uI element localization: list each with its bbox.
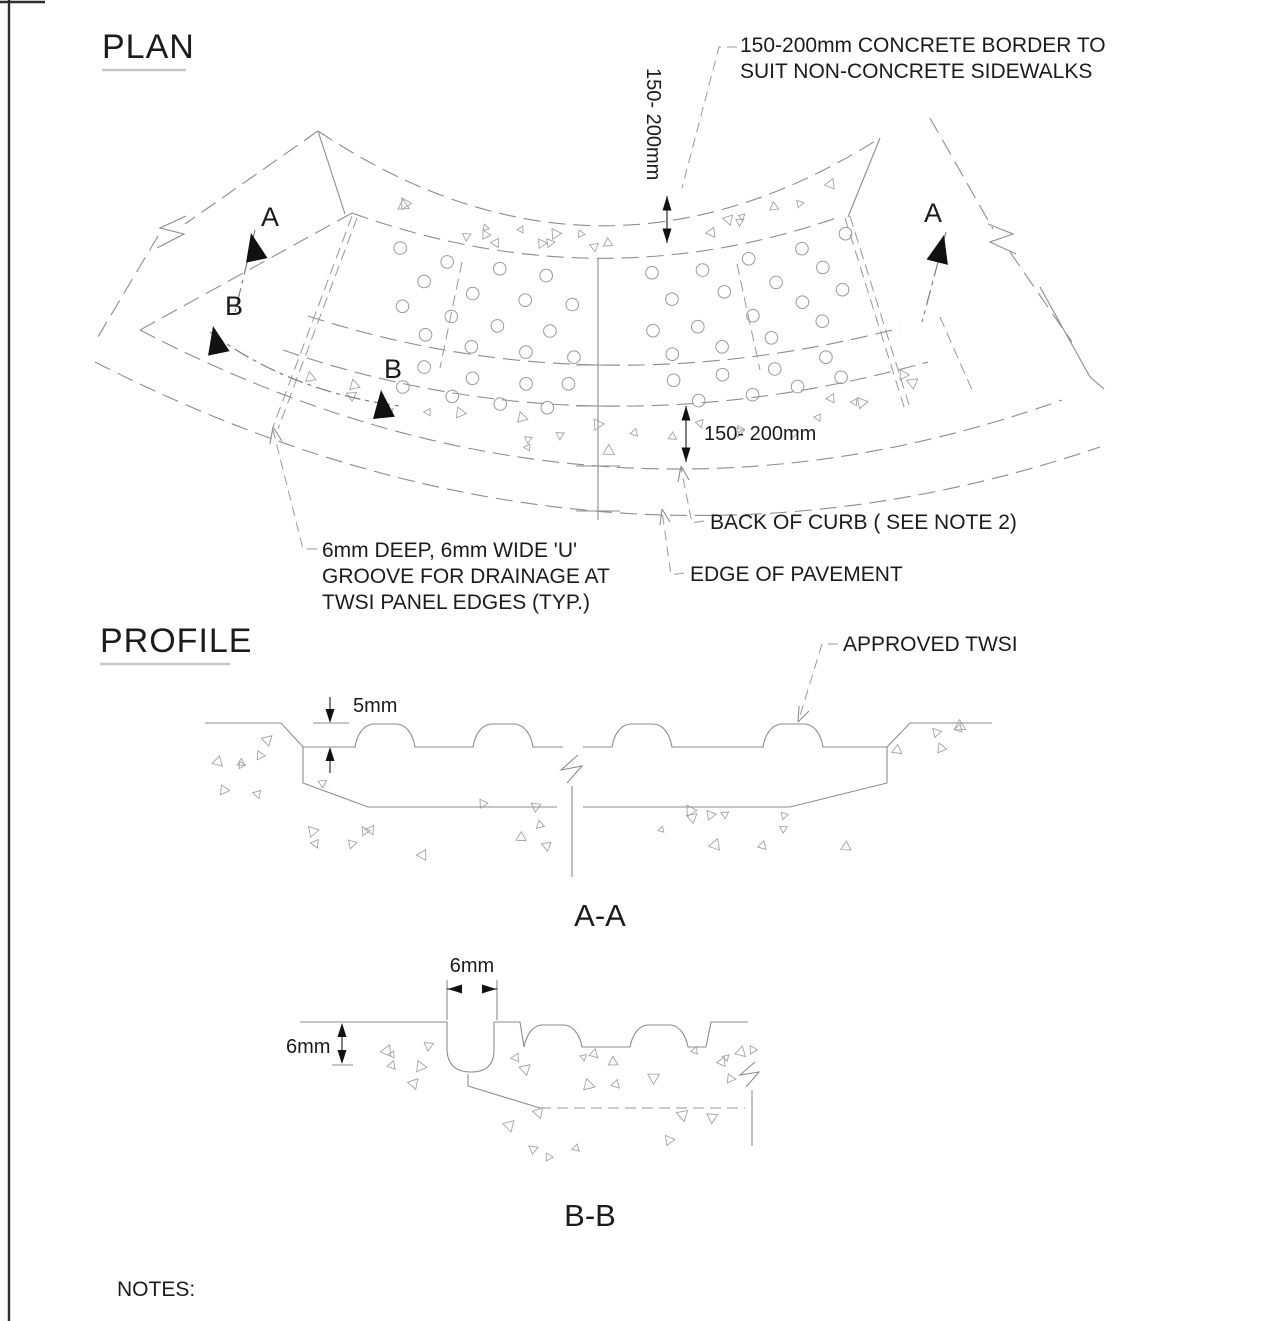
dim-arrow-down [662, 228, 672, 243]
dim-arrow-up [337, 1023, 347, 1037]
concrete-texture [211, 177, 967, 1162]
sidewalk-edge-left-outer2 [94, 235, 159, 343]
panel-joint-right [736, 263, 761, 371]
sidewalk-edge-left-inner [139, 212, 353, 331]
bb-base-left [467, 1074, 541, 1109]
back-of-curb-label: BACK OF CURB ( SEE NOTE 2) [710, 511, 1017, 534]
panel-edge-groove-left [272, 215, 353, 428]
section-arrow-a-left [246, 233, 268, 263]
edge-of-pavement-leader [661, 510, 685, 576]
dim-arrow-down [681, 447, 691, 462]
notes-heading: NOTES: [117, 1278, 195, 1301]
break-symbol-left [156, 215, 187, 249]
profile-title: PROFILE [100, 622, 252, 660]
section-arrow-a-right [926, 235, 948, 265]
dome-pattern [393, 226, 853, 415]
edge-of-pavement-leader-arrow [659, 508, 671, 526]
edge-of-pavement-label: EDGE OF PAVEMENT [690, 563, 903, 586]
arc-panel-joint [307, 315, 901, 366]
groove-note-leader [272, 429, 317, 550]
plan-view: PLAN [94, 28, 1106, 1162]
curb-joint-right [939, 316, 973, 391]
sidewalk-edge-right-outer2 [1009, 251, 1073, 343]
section-label-a-left: A [261, 202, 279, 232]
dim-arrow-down [325, 709, 335, 723]
border-note-line2: SUIT NON-CONCRETE SIDEWALKS [740, 60, 1092, 83]
section-arrow-b-mid [372, 390, 395, 419]
sidewalk-edge-right-outer [929, 117, 994, 230]
plan-right-cut [1039, 286, 1091, 378]
dim-arrow-left [448, 984, 462, 994]
section-bb-label: B-B [564, 1198, 616, 1233]
section-label-a-right: A [924, 198, 942, 228]
border-note-line1: 150-200mm CONCRETE BORDER TO [740, 34, 1106, 57]
groove-note-leader-arrow [269, 426, 283, 445]
arc-border-outer [317, 130, 881, 227]
groove-note-line2: GROOVE FOR DRAINAGE AT [322, 565, 610, 588]
section-label-b-left: B [225, 291, 243, 321]
profile-section-bb: 6mm 6mm B-B [286, 955, 761, 1233]
panel-edge-groove-right [844, 217, 906, 411]
plan-title: PLAN [102, 28, 195, 66]
dim-arrow-right [482, 984, 496, 994]
aa-dim-text: 5mm [353, 695, 397, 717]
break-symbol-right [987, 223, 1017, 255]
dim-arrow-down [337, 1050, 347, 1064]
back-of-curb-leader [680, 467, 705, 524]
section-line-b [209, 331, 401, 407]
panel-edge-groove-left2 [277, 217, 358, 430]
dim-curb-offset-text: 150- 200mm [704, 423, 816, 445]
section-arrow-b-left [208, 326, 230, 356]
sidewalk-edge-left-outer [184, 130, 319, 225]
aa-break-symbol [559, 754, 584, 877]
dim-arrow-up [662, 196, 672, 211]
section-aa-label: A-A [574, 898, 626, 933]
approved-twsi-leader-arrow [797, 705, 810, 723]
approved-twsi-leader [798, 643, 838, 720]
border-right-edge [847, 137, 881, 218]
dim-border-vertical-text: 150- 200mm [642, 68, 664, 180]
aa-surface-profile [205, 722, 992, 748]
arc-twsi-top [351, 212, 843, 259]
arc-twsi-bottom [282, 349, 929, 407]
dim-arrow-up [325, 747, 335, 761]
profile-section-aa: PROFILE 5mm APPROVED TWSI A-A [100, 622, 1018, 933]
approved-twsi-label: APPROVED TWSI [843, 633, 1018, 656]
plan-right-cut-tick [1089, 376, 1105, 390]
border-note-leader [681, 46, 737, 189]
arc-back-of-curb [139, 329, 1063, 470]
section-label-b-mid: B [384, 354, 402, 384]
groove-note-line1: 6mm DEEP, 6mm WIDE 'U' [322, 539, 577, 562]
bb-dim-depth-text: 6mm [286, 1036, 330, 1058]
aa-base-outline [302, 747, 888, 808]
back-of-curb-leader-arrow [677, 465, 690, 483]
groove-note-line3: TWSI PANEL EDGES (TYP.) [322, 591, 590, 614]
border-left-edge [317, 130, 346, 215]
bb-break-symbol [738, 1061, 761, 1146]
dim-arrow-up [681, 406, 691, 421]
bb-dim-width-text: 6mm [450, 955, 494, 977]
bb-surface-profile [300, 1021, 748, 1073]
panel-joint-left [439, 261, 463, 369]
